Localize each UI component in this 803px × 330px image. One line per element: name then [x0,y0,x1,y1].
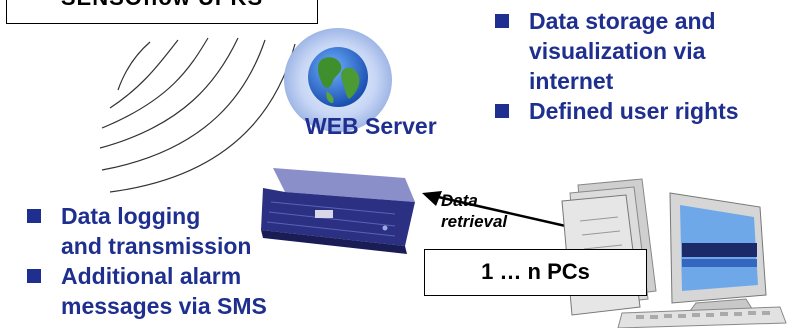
pcs-label-box: 1 … n PCs [424,249,647,296]
bullet-square-icon [495,14,509,28]
bullet-square-icon [27,209,41,223]
web-server-label: WEB Server [305,113,437,139]
bullet-line: messages via SMS [61,293,267,319]
data-retrieval-label: Data retrieval [441,191,508,231]
bullet-square-icon [27,269,41,283]
globe-icon [284,28,392,132]
bullet-line: Data logging [61,203,201,229]
list-item: Defined user rights [495,96,795,126]
pcs-label: 1 … n PCs [481,259,590,284]
sensor-label: SENSOflow UPKS [61,0,263,10]
bullet-square-icon [495,104,509,118]
bullet-line: internet [529,68,614,94]
bullet-line: Defined user rights [529,98,739,124]
bullet-line: Data storage and [529,8,716,34]
list-item: Data storage and visualization via inter… [495,6,795,96]
bullet-line: and transmission [61,233,252,259]
list-item: Data logging and transmission [27,201,327,261]
sensor-label-box: SENSOflow UPKS [6,0,318,24]
server-icon [261,168,415,254]
bullet-line: visualization via [529,38,706,64]
bullet-line: Additional alarm [61,263,242,289]
right-bullet-list: Data storage and visualization via inter… [495,6,795,126]
left-bullet-list: Data logging and transmission Additional… [27,201,327,321]
list-item: Additional alarm messages via SMS [27,261,327,321]
